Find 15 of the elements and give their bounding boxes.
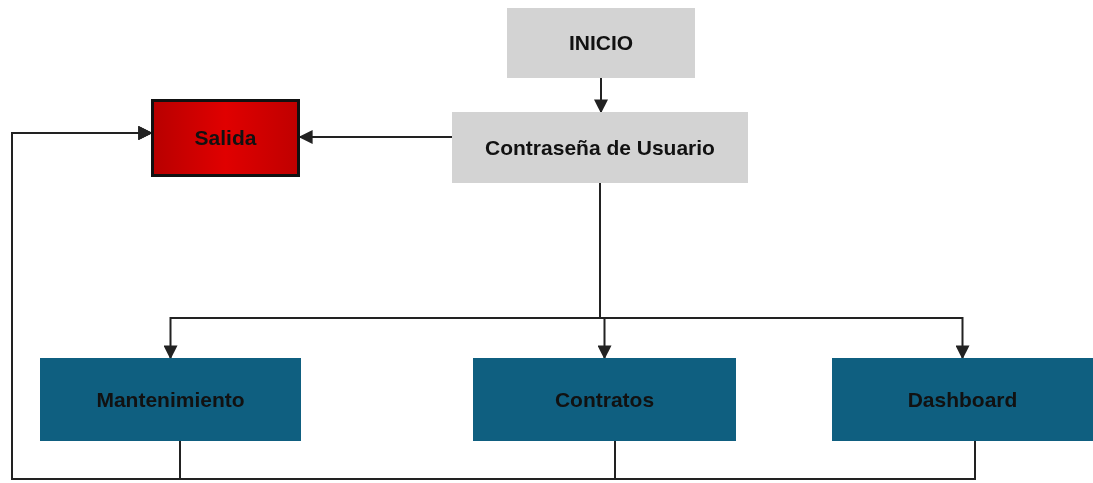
box-label: Dashboard bbox=[907, 387, 1018, 412]
process-box bbox=[452, 112, 748, 183]
arrow bbox=[11, 126, 976, 480]
start-box bbox=[507, 8, 695, 78]
box-label: INICIO bbox=[568, 31, 634, 55]
exit-box bbox=[151, 99, 300, 177]
arrow bbox=[594, 77, 608, 114]
box-label: Salida bbox=[194, 126, 257, 150]
module-box bbox=[473, 358, 736, 441]
box-label: Contraseña de Usuario bbox=[485, 135, 715, 160]
module-box bbox=[40, 358, 301, 441]
arrow bbox=[298, 130, 453, 144]
box-label: Contratos bbox=[554, 387, 655, 412]
box-label: Mantenimiento bbox=[96, 387, 245, 412]
module-box bbox=[832, 358, 1093, 441]
